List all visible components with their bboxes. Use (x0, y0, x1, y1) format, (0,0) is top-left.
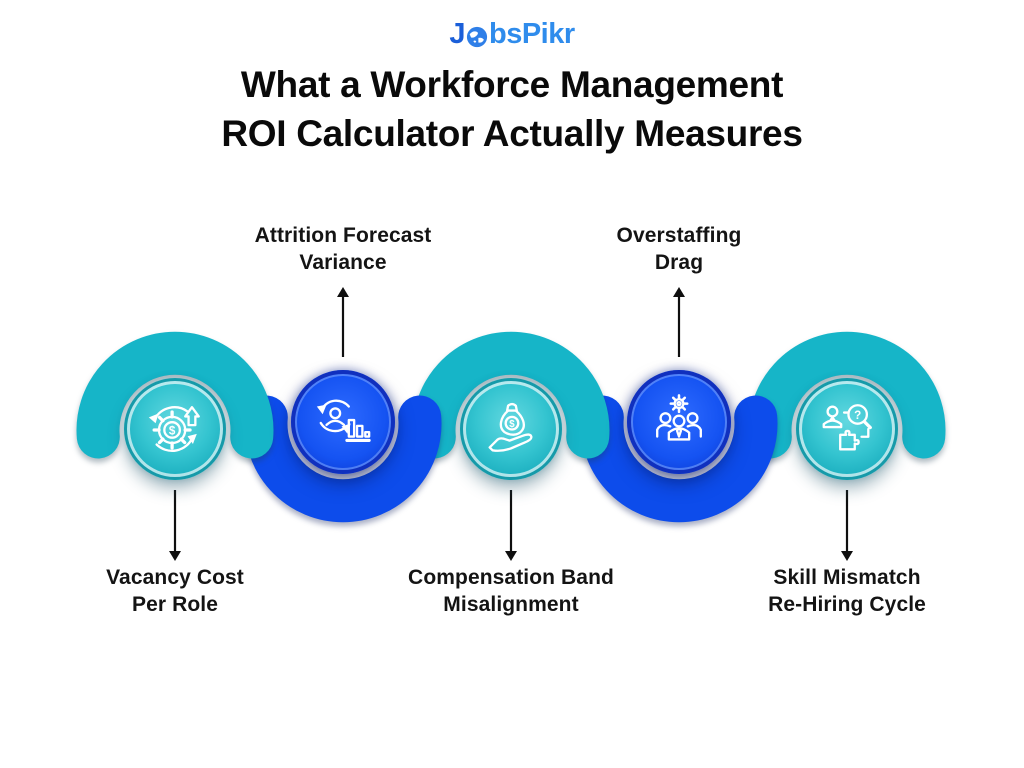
node-skill-mismatch: ? (796, 378, 898, 480)
person-magnifier-puzzle-icon: ? (822, 404, 872, 451)
connector-arrow-down-3 (505, 490, 517, 561)
wave-dip-4 (580, 395, 778, 523)
wave-hump-5 (748, 331, 946, 459)
wave-hump-1 (76, 331, 274, 459)
logo: J bsPikr (0, 18, 1024, 51)
globe-icon (466, 26, 488, 48)
label-overstaffing: Overstaffing Drag (616, 224, 742, 274)
person-cycle-bars-icon (316, 399, 371, 442)
connector-arrow-down-1 (169, 490, 181, 561)
connector-arrow-up-2 (337, 287, 349, 357)
connector-arrow-up-4 (673, 287, 685, 357)
node-attrition-forecast (291, 370, 395, 474)
node-vacancy-cost: $ (124, 378, 226, 480)
hand-money-bag-icon: $ (488, 402, 533, 452)
svg-text:$: $ (169, 424, 176, 437)
node-compensation-band: $ (460, 378, 562, 480)
logo-suffix: bsPikr (488, 18, 575, 50)
node-overstaffing (627, 370, 731, 474)
gear-dollar-cycle-icon: $ (148, 406, 200, 452)
page-title: What a Workforce Management ROI Calculat… (221, 64, 803, 154)
logo-prefix: J (449, 18, 465, 50)
svg-text:$: $ (509, 419, 515, 430)
wave-dip-2 (244, 395, 442, 523)
label-vacancy-cost: Vacancy Cost Per Role (106, 566, 244, 616)
connector-arrow-down-5 (841, 490, 853, 561)
wave-hump-3 (412, 331, 610, 459)
label-skill-mismatch: Skill Mismatch Re-Hiring Cycle (768, 566, 926, 616)
svg-text:?: ? (854, 409, 861, 422)
label-compensation-band: Compensation Band Misalignment (408, 566, 614, 616)
label-attrition-forecast: Attrition Forecast Variance (254, 224, 432, 274)
team-gear-icon (656, 394, 702, 441)
